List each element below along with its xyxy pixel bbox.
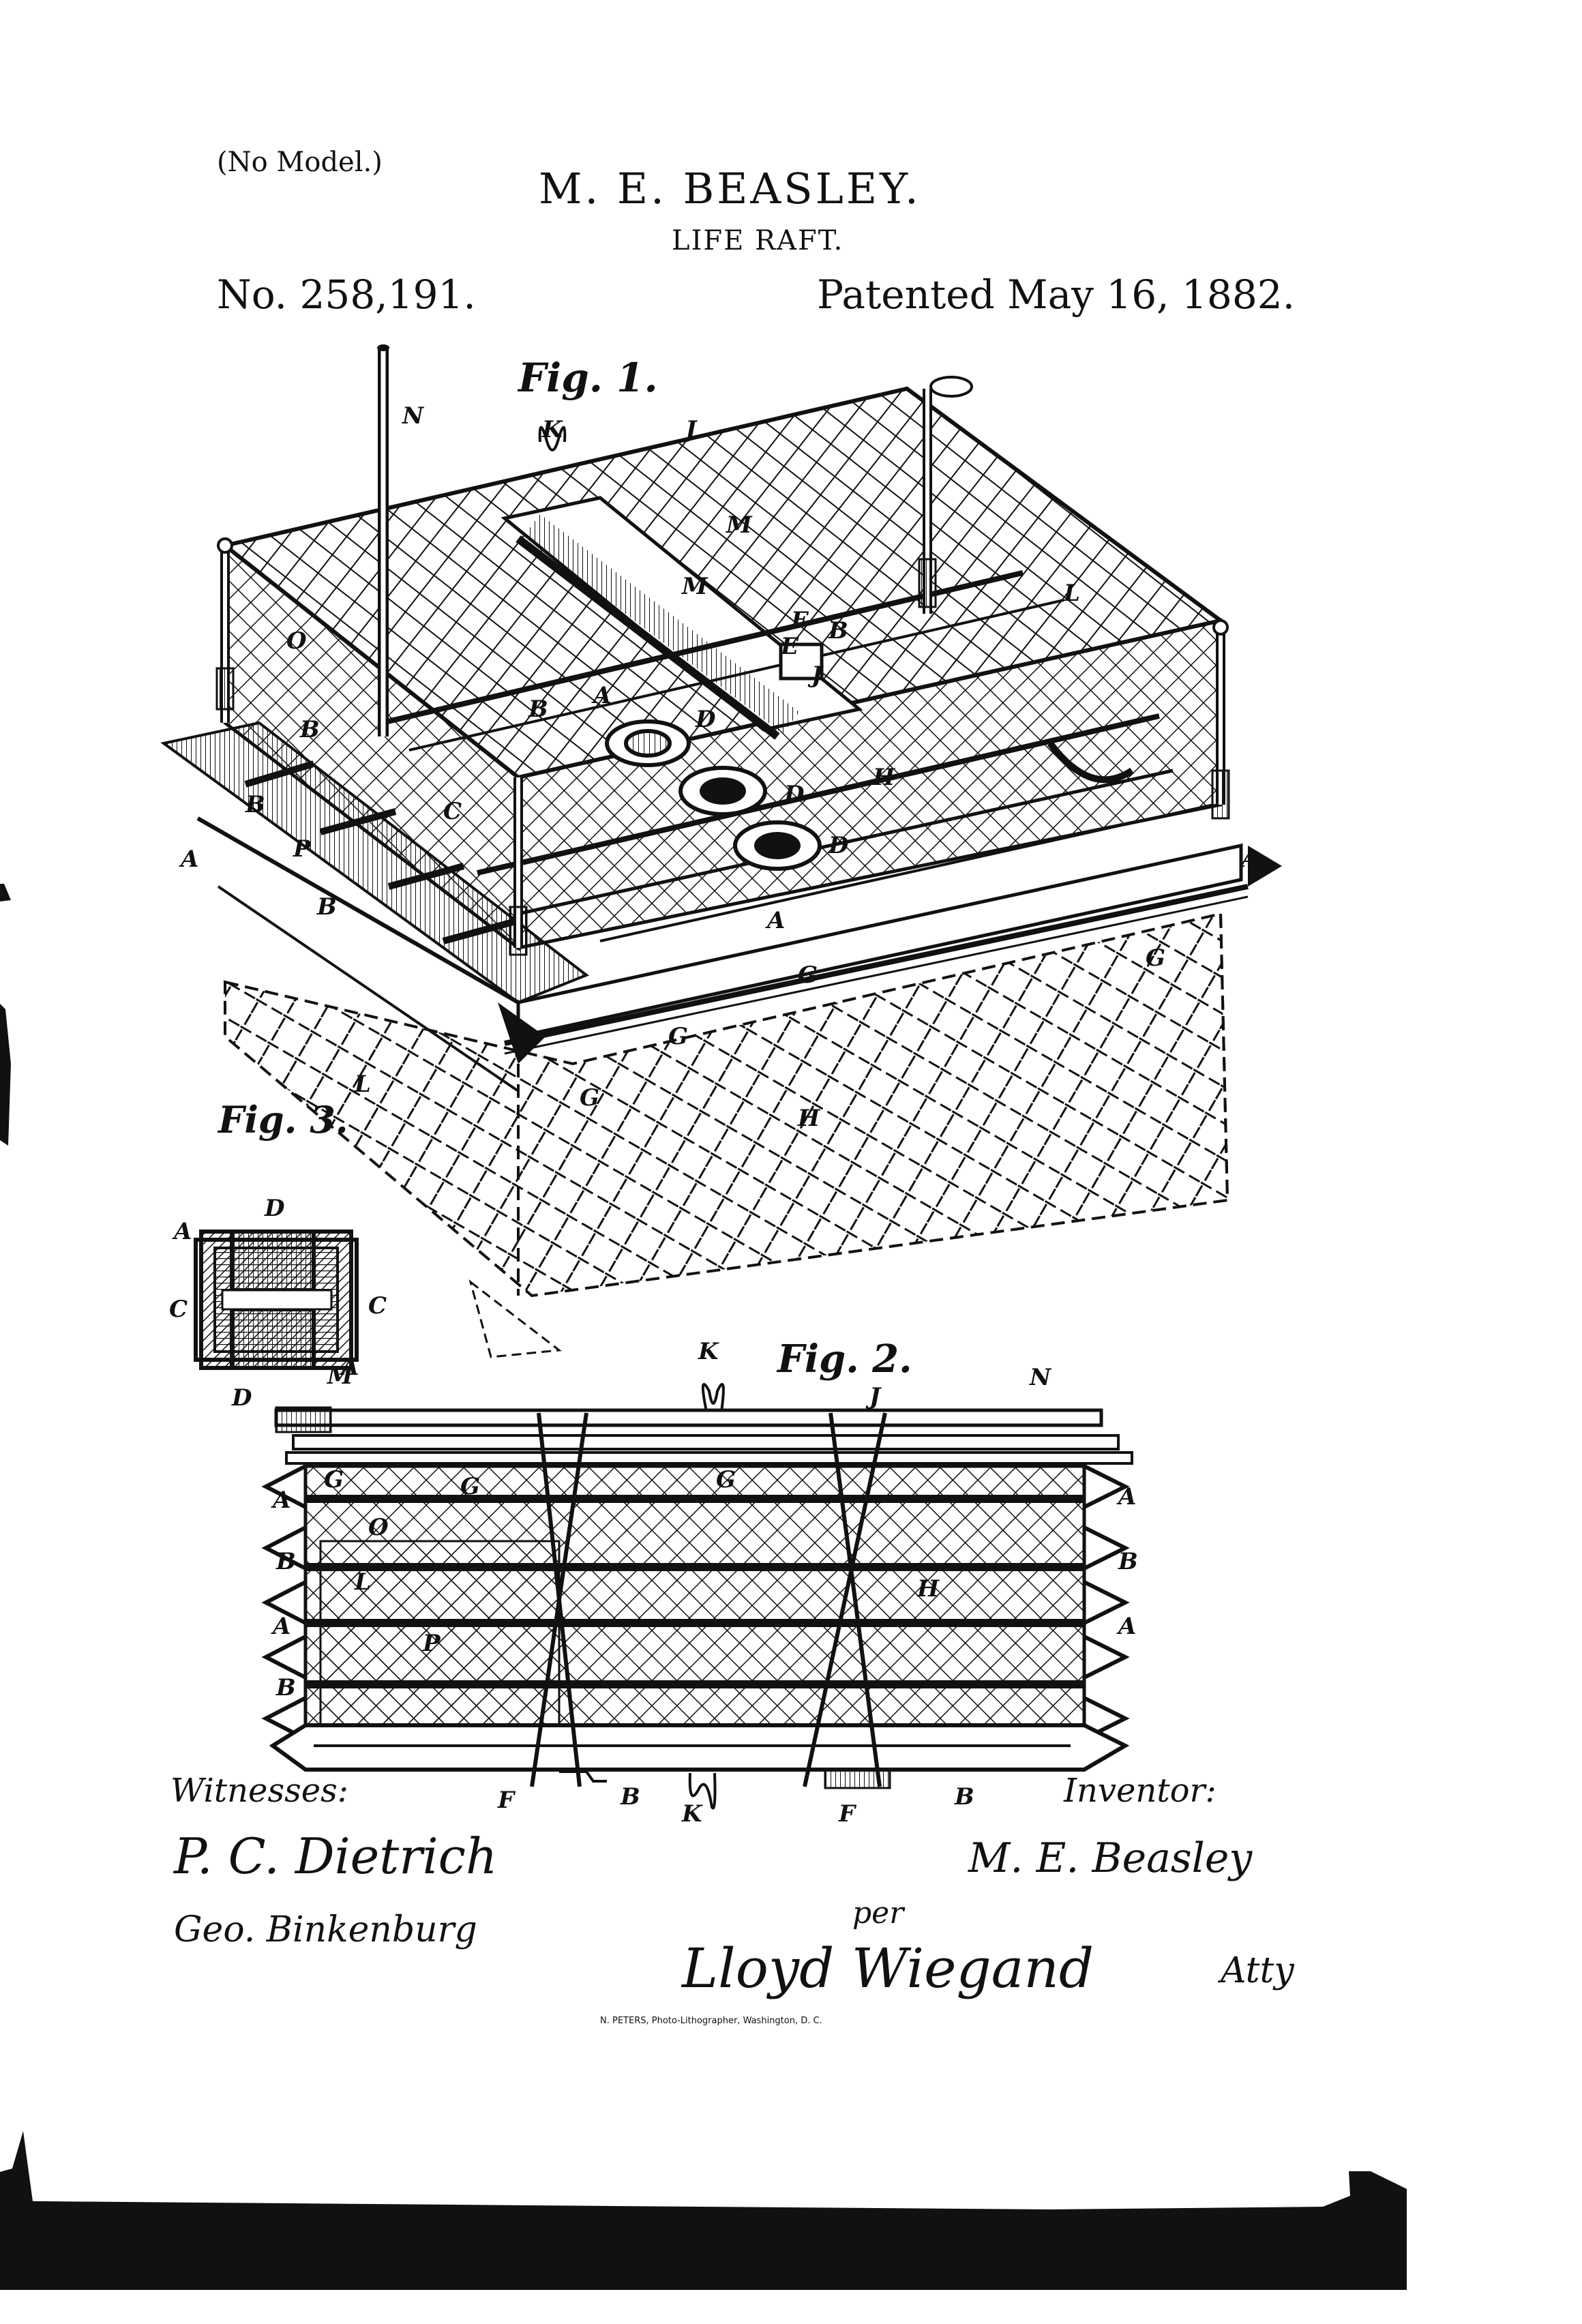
ref-letter: H: [873, 764, 895, 791]
ref-letter: D: [232, 1384, 252, 1412]
ref-letter: K: [698, 1338, 719, 1365]
ref-letter: G: [460, 1473, 481, 1500]
printer-credit: N. PETERS, Photo-Lithographer, Washingto…: [600, 2016, 822, 2026]
per-text: per: [852, 1896, 904, 1931]
ref-letter: J: [811, 661, 823, 689]
ref-letter: M: [327, 1362, 353, 1390]
figure-1-drawing: [160, 344, 1282, 1358]
ref-letter: B: [1118, 1548, 1138, 1575]
ref-letter: C: [169, 1296, 188, 1323]
attorney-signature: Lloyd Wiegand: [682, 1937, 1094, 2000]
ref-letter: A: [767, 907, 786, 934]
witness-1-signature: P. C. Dietrich: [174, 1828, 498, 1885]
ref-letter: P: [423, 1630, 441, 1657]
ref-letter: B: [317, 893, 337, 921]
ref-letter: L: [355, 1071, 371, 1098]
ref-letter: D: [829, 832, 849, 859]
ref-letter: N: [402, 402, 424, 430]
ref-letter: O: [368, 1514, 389, 1541]
ref-letter: D: [265, 1195, 285, 1222]
inventor-signature: M. E. Beasley: [968, 1834, 1253, 1882]
ref-letter: D: [696, 706, 716, 733]
ref-letter: B: [245, 791, 265, 818]
ref-letter: C: [443, 798, 462, 825]
ref-letter: G: [580, 1084, 600, 1112]
ref-letter: C: [368, 1292, 387, 1320]
ref-letter: B: [300, 716, 320, 743]
ref-letter: G: [798, 962, 818, 989]
figure-3-label: Fig. 3.: [218, 1098, 348, 1142]
witness-2-signature: Geo. Binkenburg: [174, 1909, 477, 1950]
ref-letter: A: [273, 1487, 291, 1514]
ref-letter: L: [355, 1568, 371, 1596]
ref-letter: J: [685, 416, 697, 443]
ref-letter: A: [273, 1613, 291, 1640]
ref-letter: F: [791, 607, 808, 634]
scan-mark: [0, 884, 11, 902]
ref-letter: A: [174, 1218, 192, 1245]
ref-letter: G: [324, 1466, 344, 1493]
ref-letter: M: [726, 511, 752, 539]
figure-3-cross-section: [194, 1230, 359, 1370]
ref-letter: N: [1030, 1364, 1051, 1391]
ref-letter: H: [798, 1105, 820, 1132]
ref-letter: B: [528, 696, 548, 723]
ref-letter: B: [621, 1783, 640, 1811]
ref-letter: B: [276, 1548, 296, 1575]
scan-mark: [0, 1004, 11, 1146]
ref-letter: G: [1146, 944, 1166, 972]
ref-letter: F: [498, 1787, 515, 1814]
ref-letter: B: [829, 617, 848, 644]
ref-letter: P: [293, 835, 311, 863]
ref-letter: K: [542, 416, 563, 443]
ref-letter: A: [1118, 1483, 1137, 1510]
ref-letter: A: [1118, 1613, 1137, 1640]
patent-subject: LIFE RAFT.: [672, 225, 844, 256]
ref-letter: E: [781, 633, 799, 660]
ref-letter: A: [1241, 846, 1259, 873]
ref-letter: M: [682, 573, 708, 600]
inventor-label: Inventor:: [1064, 1772, 1217, 1810]
ref-letter: G: [716, 1466, 736, 1493]
figure-2-drawing: [261, 1383, 1133, 1810]
torn-edge-band: [0, 2131, 1407, 2290]
ref-letter: O: [286, 627, 307, 655]
ref-letter: L: [1064, 580, 1080, 607]
inventor-name: M. E. BEASLEY.: [539, 164, 921, 213]
ref-letter: H: [917, 1575, 940, 1603]
ref-letter: B: [276, 1674, 296, 1701]
ref-letter: K: [682, 1800, 702, 1828]
figure-2-label: Fig. 2.: [777, 1337, 912, 1382]
ref-letter: G: [668, 1023, 689, 1050]
figure-1-label: Fig. 1.: [518, 355, 658, 401]
attorney-suffix: Atty: [1221, 1950, 1294, 1991]
ref-letter: D: [784, 781, 805, 808]
patent-date: Patented May 16, 1882.: [817, 271, 1296, 318]
ref-letter: B: [955, 1783, 974, 1811]
model-note: (No Model.): [217, 147, 383, 178]
patent-number: No. 258,191.: [217, 271, 476, 318]
ref-letter: J: [869, 1383, 881, 1410]
ref-letter: F: [839, 1800, 856, 1828]
ref-letter: A: [593, 682, 612, 709]
ref-letter: A: [181, 846, 199, 873]
ref-letter: A: [341, 1354, 359, 1381]
witnesses-label: Witnesses:: [170, 1772, 348, 1810]
